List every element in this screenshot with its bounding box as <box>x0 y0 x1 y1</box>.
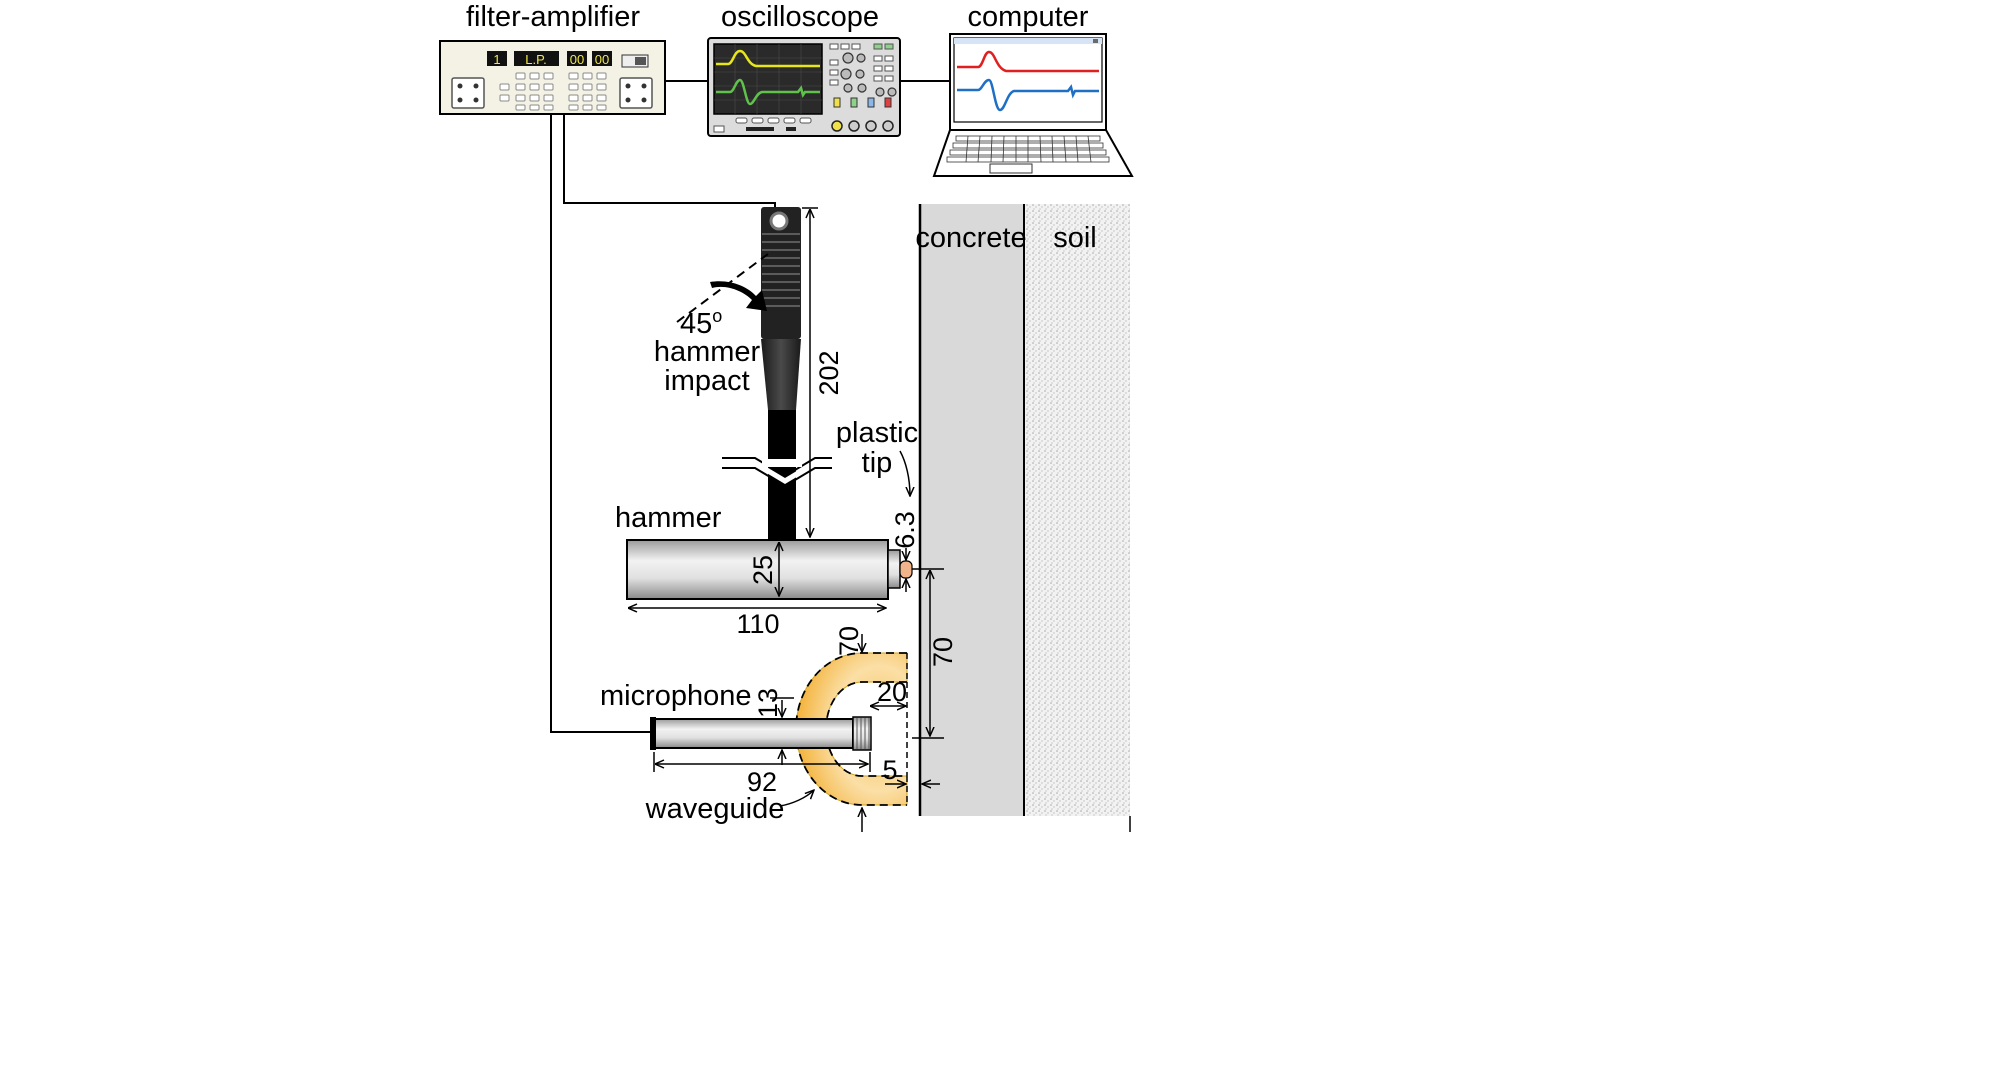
amplifier-channel-display: 1 <box>493 52 500 67</box>
impact-arrow-icon <box>710 281 767 311</box>
tip-size-value: 6.3 <box>890 511 920 549</box>
cables <box>550 80 950 733</box>
hammer-head <box>626 539 889 600</box>
handle-length-dimension <box>802 207 818 537</box>
scope-trace-top <box>716 49 820 68</box>
waveguide-gap-value: 5 <box>882 755 897 785</box>
hammer-diameter-value: 25 <box>748 555 778 585</box>
plastic-tip-pointer <box>899 450 910 496</box>
laptop-computer <box>932 33 1134 177</box>
plastic-tip-label-line2: tip <box>862 447 893 479</box>
filter-amplifier-device: 1 L.P. 00 00 <box>439 40 666 115</box>
mic-length-value: 92 <box>747 767 777 797</box>
concrete-label: concrete <box>915 222 1026 254</box>
mic-length-dimension <box>653 752 871 772</box>
waveguide-label: waveguide <box>645 793 785 825</box>
hammer-length-value: 110 <box>736 609 779 639</box>
computer-trace-top <box>957 50 1099 73</box>
waveguide-top-value: 70 <box>834 626 864 656</box>
scope-trace-bottom <box>716 78 820 106</box>
hammer-label: hammer <box>615 502 722 534</box>
hammer-impact-label-line2: impact <box>664 365 749 397</box>
mic-diameter-value: 13 <box>753 688 783 718</box>
microphone-body <box>653 718 854 749</box>
impact-angle-line <box>676 253 769 323</box>
handle-length-value: 202 <box>814 350 844 395</box>
soil-label: soil <box>1053 222 1097 254</box>
impact-angle-label: 45o <box>680 306 722 340</box>
plastic-tip-label-line1: plastic <box>836 417 918 449</box>
oscilloscope-title: oscilloscope <box>721 1 879 33</box>
hammer-impact-label-line1: hammer <box>654 336 761 368</box>
computer-title: computer <box>968 1 1089 33</box>
soil-region <box>1024 204 1130 816</box>
filter-amplifier-title: filter-amplifier <box>466 1 640 33</box>
microphone-label: microphone <box>600 680 752 712</box>
computer-trace-bottom <box>957 78 1099 112</box>
amplifier-mode-display: L.P. <box>525 52 546 67</box>
microphone-grille <box>852 716 872 751</box>
amplifier-value-b-display: 00 <box>595 52 609 67</box>
wall-offset-dimension <box>912 568 944 739</box>
amplifier-value-a-display: 00 <box>570 52 584 67</box>
waveguide-depth-value: 20 <box>877 677 907 707</box>
plastic-tip <box>899 560 913 579</box>
hammer-handle <box>722 207 832 540</box>
waveguide-pointer <box>779 790 814 807</box>
handle-connector-icon <box>769 211 789 231</box>
concrete-wall <box>920 204 1024 816</box>
oscilloscope-device <box>707 37 901 137</box>
wall-offset-value: 70 <box>928 637 958 667</box>
